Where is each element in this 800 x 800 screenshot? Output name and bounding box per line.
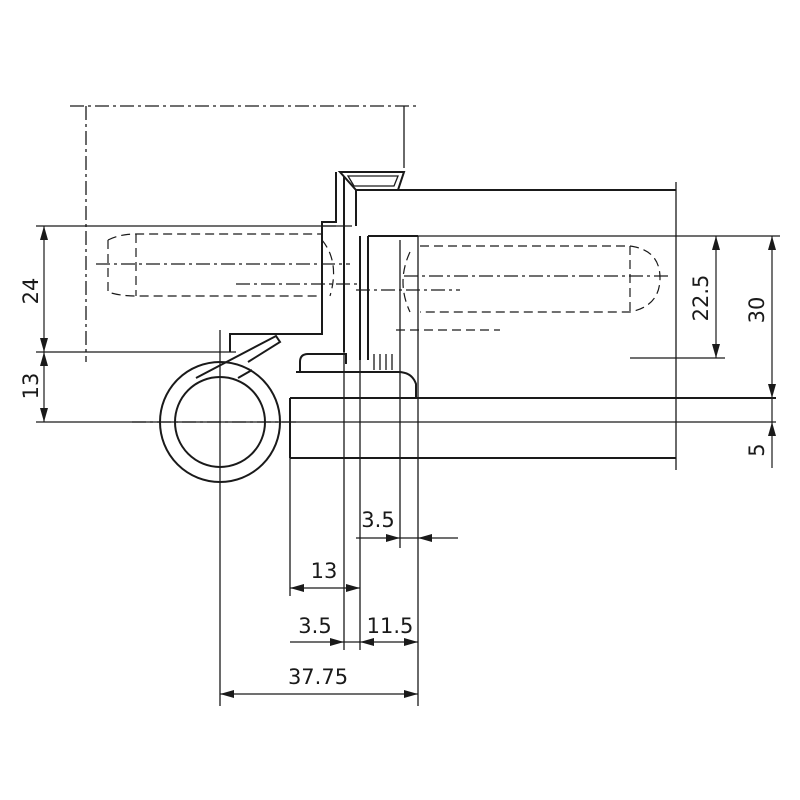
dim-3-5-top-label: 3.5 xyxy=(361,508,394,532)
dim-24-label: 24 xyxy=(19,278,43,305)
dim-24-line xyxy=(40,226,48,352)
dim-13-left-line xyxy=(40,352,48,422)
dim-22-5-label: 22.5 xyxy=(689,275,713,322)
gasket-profile xyxy=(337,171,406,191)
dim-22-5-line xyxy=(712,236,720,358)
dim-13-left-label: 13 xyxy=(19,373,43,400)
dim-37-75-line xyxy=(220,690,418,698)
dim-3-5-bottom-label: 3.5 xyxy=(298,614,331,638)
dim-11-5-line xyxy=(360,638,418,646)
frame-outline xyxy=(70,105,418,362)
hinge-arm xyxy=(195,334,417,398)
screw-right xyxy=(396,245,661,331)
dim-5-line xyxy=(768,398,776,468)
screw-left xyxy=(107,233,335,297)
dim-13-bottom-line xyxy=(290,584,360,592)
dim-30-label: 30 xyxy=(745,297,769,324)
center-lines xyxy=(96,263,668,706)
dim-37-75-label: 37.75 xyxy=(288,665,348,689)
dim-30-line xyxy=(768,236,776,398)
dim-11-5-label: 11.5 xyxy=(367,614,414,638)
dim-3-5-top-line xyxy=(356,534,458,542)
dim-5-label: 5 xyxy=(745,443,769,456)
dim-13-bottom-label: 13 xyxy=(311,559,338,583)
door-leaf xyxy=(289,182,776,470)
extension-lines xyxy=(36,225,780,706)
frame-hinge-body xyxy=(229,172,418,360)
